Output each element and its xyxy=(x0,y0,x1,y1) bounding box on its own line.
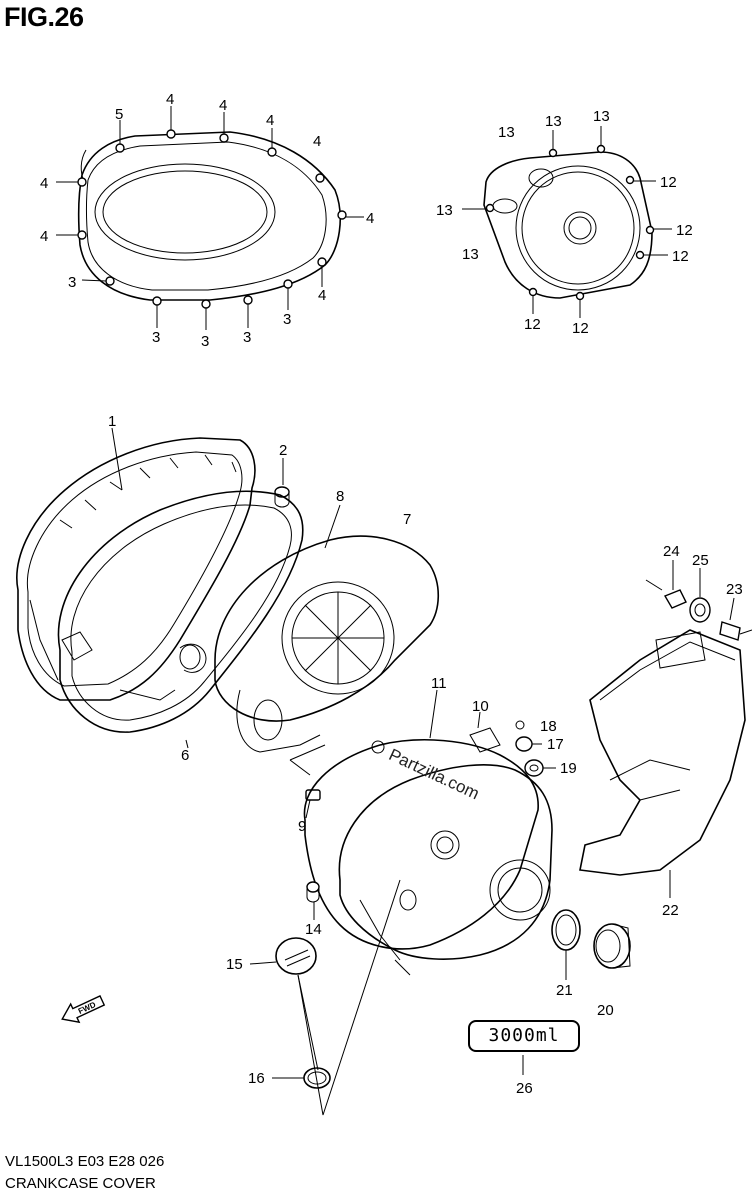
callout-15: 15 xyxy=(226,956,243,973)
part-22-guard-cover xyxy=(579,629,746,898)
callout-24: 24 xyxy=(663,543,680,560)
callout-4: 4 xyxy=(40,175,48,192)
callout-26: 26 xyxy=(516,1080,533,1097)
callout-10: 10 xyxy=(472,698,489,715)
callout-3: 3 xyxy=(243,329,251,346)
callout-12: 12 xyxy=(672,248,689,265)
callout-8: 8 xyxy=(336,488,344,505)
fwd-arrow-icon: FWD xyxy=(61,995,106,1024)
callout-23: 23 xyxy=(726,581,743,598)
part-1-clutch-cover xyxy=(16,437,256,701)
callout-4: 4 xyxy=(166,91,174,108)
callout-4: 4 xyxy=(366,210,374,227)
callout-4: 4 xyxy=(40,228,48,245)
callout-25: 25 xyxy=(692,552,709,569)
callout-12: 12 xyxy=(676,222,693,239)
callout-13: 13 xyxy=(593,108,610,125)
part-11-gasket xyxy=(303,689,539,950)
callout-13: 13 xyxy=(436,202,453,219)
callout-5: 5 xyxy=(115,106,123,123)
callout-21: 21 xyxy=(556,982,573,999)
callout-13: 13 xyxy=(462,246,479,263)
footer-name: CRANKCASE COVER xyxy=(5,1175,156,1192)
bolt-holes xyxy=(77,129,347,309)
callout-4: 4 xyxy=(266,112,274,129)
callout-9: 9 xyxy=(298,818,306,835)
part-7-inner-plate xyxy=(214,535,440,753)
part-15-filler-cap xyxy=(249,879,401,1116)
callout-18: 18 xyxy=(540,718,557,735)
copyright-icon xyxy=(371,740,385,754)
callout-3: 3 xyxy=(283,311,291,328)
part-16-o-ring xyxy=(272,1067,331,1089)
callout-3: 3 xyxy=(152,329,160,346)
callout-22: 22 xyxy=(662,902,679,919)
callout-19: 19 xyxy=(560,760,577,777)
callout-12: 12 xyxy=(524,316,541,333)
callout-6: 6 xyxy=(181,747,189,764)
callout-20: 20 xyxy=(597,1002,614,1019)
callout-4: 4 xyxy=(313,133,321,150)
callout-17: 17 xyxy=(547,736,564,753)
callout-3: 3 xyxy=(68,274,76,291)
footer-code: VL1500L3 E03 E28 026 xyxy=(5,1153,165,1170)
callout-13: 13 xyxy=(545,113,562,130)
quantity-box: 3000ml xyxy=(468,1020,580,1052)
callout-11: 11 xyxy=(431,675,447,692)
part-8-gasket xyxy=(57,490,341,733)
parts-23-24-25-mounting xyxy=(645,560,752,641)
callout-14: 14 xyxy=(305,921,322,938)
figure-title: FIG.26 xyxy=(4,2,84,32)
callout-4: 4 xyxy=(219,97,227,114)
callout-1: 1 xyxy=(108,413,116,430)
callout-16: 16 xyxy=(248,1070,265,1087)
callout-12: 12 xyxy=(660,174,677,191)
parts-17-18-19-fasteners xyxy=(515,720,556,777)
bolt-pattern-generator-cover xyxy=(462,126,672,318)
callout-7: 7 xyxy=(403,511,411,528)
part-20-plug xyxy=(593,923,631,969)
part-9-bolt xyxy=(289,744,326,819)
part-14-dowel xyxy=(306,881,320,920)
callout-3: 3 xyxy=(201,333,209,350)
part-21-o-ring xyxy=(551,909,581,980)
callout-12: 12 xyxy=(572,320,589,337)
callout-labels: 4 4 4 4 5 4 4 4 4 3 3 3 3 3 13 13 13 13 … xyxy=(40,91,743,1097)
callout-4: 4 xyxy=(318,287,326,304)
bolt-pattern-clutch-cover xyxy=(56,106,364,330)
callout-13: 13 xyxy=(498,124,515,141)
part-10-generator-cover xyxy=(338,711,553,976)
callout-2: 2 xyxy=(279,442,287,459)
